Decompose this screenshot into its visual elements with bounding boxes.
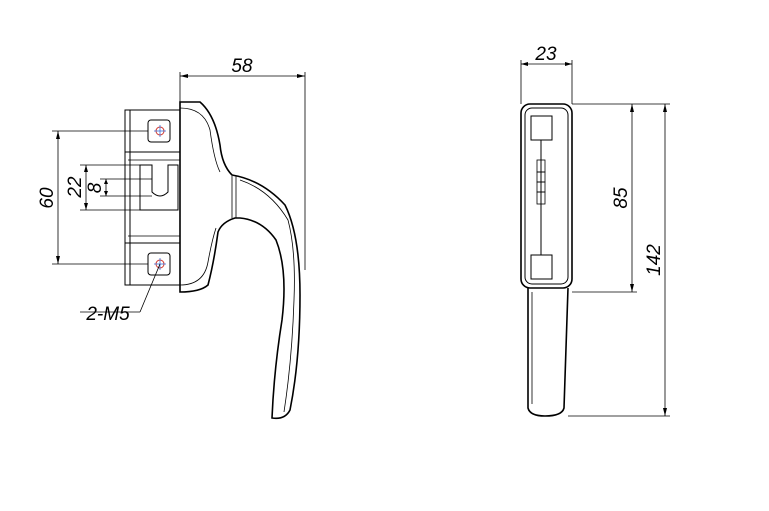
hole-spacing-dim-60: 60 (37, 187, 58, 209)
front-lever (527, 287, 569, 417)
front-view: 23 85 142 (520, 44, 670, 417)
base-height-dim-85: 85 (611, 187, 632, 209)
handle-lever (179, 101, 301, 420)
front-width-dim-23: 23 (534, 44, 557, 65)
side-view: 58 60 22 8 2-M5 (37, 56, 306, 420)
front-bottom-block (530, 254, 553, 280)
width-dim-58: 58 (231, 56, 253, 77)
slot-dim-8: 8 (85, 182, 106, 193)
total-height-dim-142: 142 (644, 244, 665, 276)
front-base-outer (520, 103, 573, 289)
screw-callout: 2-M5 (85, 304, 130, 325)
slot-dim-22: 22 (65, 176, 86, 199)
front-top-block (530, 115, 553, 141)
slot (139, 164, 179, 211)
mounting-base (124, 109, 181, 286)
front-base-inner (524, 107, 569, 285)
